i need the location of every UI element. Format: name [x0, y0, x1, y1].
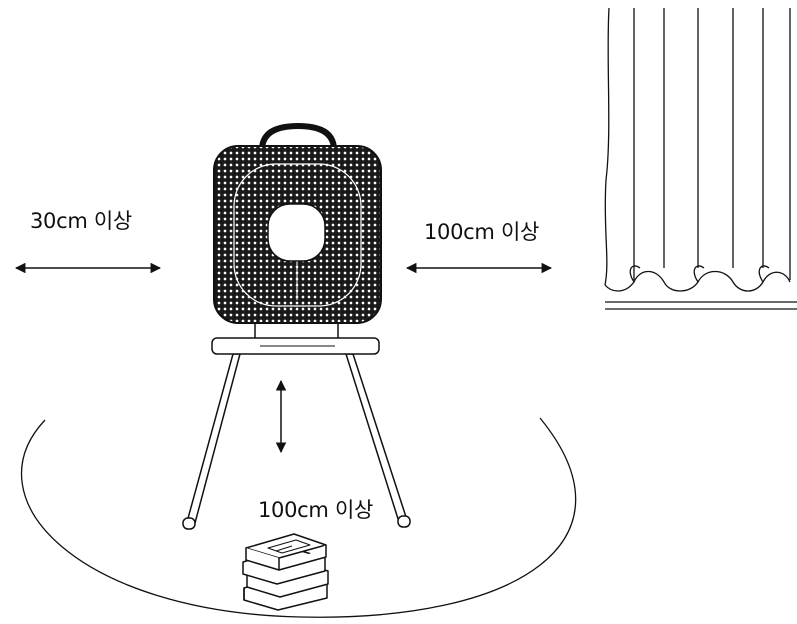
air-purifier	[213, 145, 382, 324]
left-clearance-label: 30cm 이상	[30, 209, 132, 233]
bottom-clearance-label: 100cm 이상	[258, 498, 374, 522]
floor-area-ellipse	[20, 417, 577, 618]
right-clearance-label: 100cm 이상	[424, 220, 540, 244]
books-icon	[242, 533, 329, 611]
purifier-center-display	[267, 203, 326, 262]
curtain-illustration	[604, 7, 797, 310]
purifier-handle	[259, 122, 337, 153]
stand-top-plate	[211, 322, 380, 355]
